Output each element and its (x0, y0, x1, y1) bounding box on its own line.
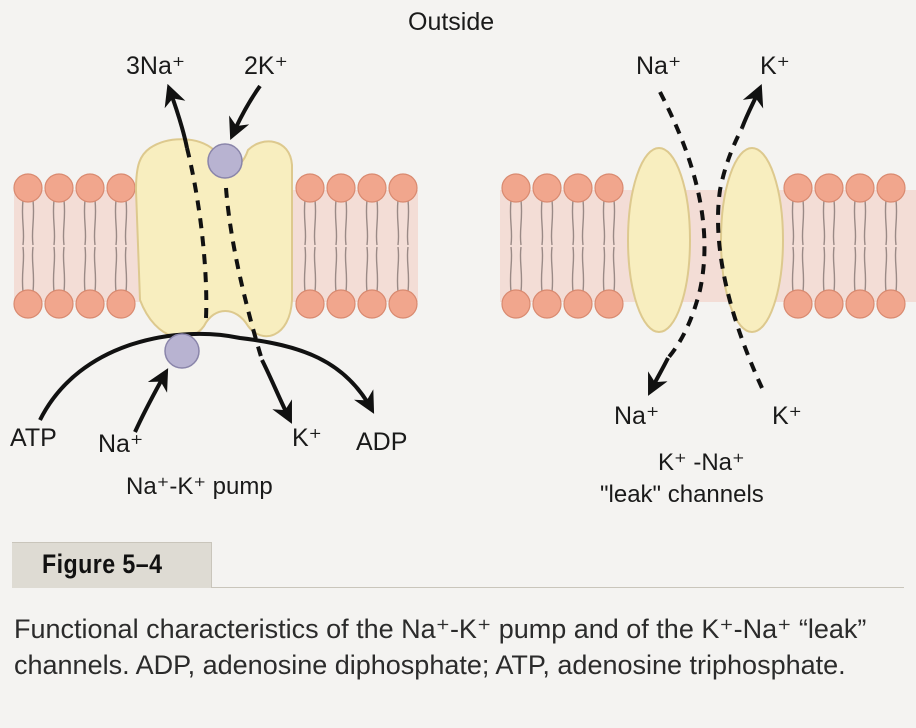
leak-k-top-label: K⁺ (760, 52, 790, 80)
pump-k-in-arrow-top (229, 84, 262, 141)
pump-k-binding-ion (207, 143, 243, 179)
leak-na-top-label: Na⁺ (636, 52, 681, 80)
right-phospholipid (563, 173, 593, 319)
leak-channel-protein-right (720, 147, 784, 333)
pump-adp-label: ADP (356, 428, 407, 456)
left-phospholipids (13, 173, 418, 319)
right-phospholipid (594, 173, 624, 319)
leak-k-arrow-head (740, 83, 764, 129)
pump-atp-label: ATP (10, 424, 57, 452)
figure-caption: Functional characteristics of the Na⁺-K⁺… (14, 614, 867, 680)
pump-arrows (38, 83, 375, 433)
pump-na-out-arrow (185, 147, 209, 319)
leak-na-dashed (658, 91, 707, 360)
leak-na-arrow-head (648, 357, 670, 396)
pump-na-in-arrow (133, 368, 169, 433)
figure-divider (212, 587, 904, 588)
left-phospholipid (13, 173, 43, 319)
leak-name-line1: K⁺ -Na⁺ (658, 449, 745, 476)
right-membrane-band (500, 190, 916, 302)
right-membrane (500, 173, 916, 319)
figure-number: Figure 5–4 (42, 549, 163, 579)
leak-k-dashed (716, 127, 764, 389)
pump-3na-label: 3Na⁺ (126, 52, 185, 80)
leak-k-bottom-label: K⁺ (772, 402, 802, 430)
right-phospholipid (845, 173, 875, 319)
right-phospholipid (876, 173, 906, 319)
leak-na-bottom-label: Na⁺ (614, 402, 659, 430)
figure-number-tab: Figure 5–4 (12, 542, 212, 588)
leak-channel-protein-left (627, 147, 691, 333)
pump-2k-label: 2K⁺ (244, 52, 288, 80)
outside-label: Outside (408, 8, 494, 36)
leak-arrows (648, 83, 764, 396)
leak-name-line2: "leak" channels (600, 481, 764, 508)
pump-k-in-arrow-head (260, 359, 292, 424)
left-phospholipid (75, 173, 105, 319)
left-phospholipid (44, 173, 74, 319)
left-phospholipid (295, 173, 325, 319)
pump-na-out-arrow-head (164, 83, 189, 149)
right-phospholipid (783, 173, 813, 319)
right-phospholipid (814, 173, 844, 319)
left-phospholipid (388, 173, 418, 319)
pump-name-label: Na⁺-K⁺ pump (126, 473, 273, 500)
pump-atp-adp-arc (38, 331, 375, 421)
pump-na-binding-ion (164, 333, 200, 369)
membrane-transport-diagram: Outside 3Na⁺ 2K⁺ ATP Na⁺ K⁺ ADP Na⁺-K⁺ p… (10, 8, 916, 508)
left-phospholipid (106, 173, 136, 319)
left-phospholipid (357, 173, 387, 319)
right-phospholipids (501, 173, 906, 319)
right-phospholipid (501, 173, 531, 319)
right-phospholipid (532, 173, 562, 319)
left-phospholipid (326, 173, 356, 319)
pump-na-in-label: Na⁺ (98, 430, 143, 458)
pump-k-in-label: K⁺ (292, 424, 322, 452)
